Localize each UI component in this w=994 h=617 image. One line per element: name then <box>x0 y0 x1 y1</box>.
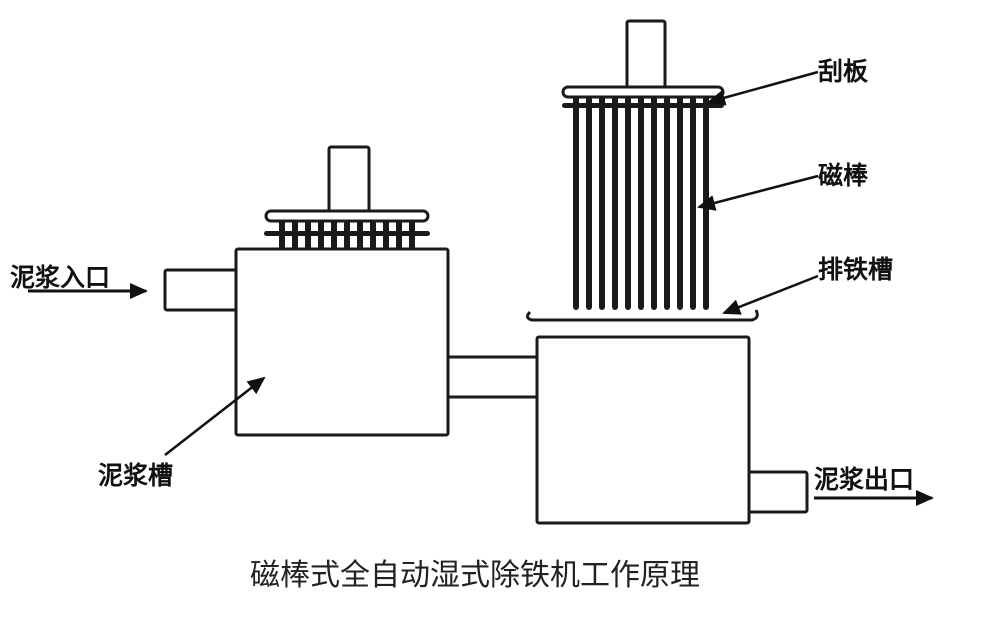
left-shaft <box>327 145 371 214</box>
slurry-tank <box>163 247 542 437</box>
slurry-tank-label: 泥浆槽 <box>98 461 173 490</box>
magnetic-rod <box>599 96 605 310</box>
magnetic-rod <box>638 96 644 310</box>
magnetic-rod-leader <box>697 174 819 211</box>
magnetic-rod <box>664 96 670 310</box>
right-rod-assembly <box>525 19 759 322</box>
magnetic-rod <box>625 96 631 310</box>
scraper-plate <box>561 85 725 99</box>
iron-trough-label: 排铁槽 <box>818 255 893 284</box>
magnetic-rod <box>651 96 657 310</box>
iron-trough-leader <box>722 274 819 315</box>
magnetic-rods <box>573 96 709 310</box>
slurry-tank-body <box>234 247 450 437</box>
slurry-tank-leader <box>164 376 266 456</box>
connecting-pipe <box>446 355 542 399</box>
magnetic-rod <box>703 96 709 310</box>
magnetic-rod <box>586 96 592 310</box>
scraper-leader <box>707 70 819 106</box>
outlet-tank-body <box>535 335 751 525</box>
left-rod-assembly <box>264 145 430 249</box>
left-scraper-plate <box>264 209 430 223</box>
magnetic-rod <box>612 96 618 310</box>
slurry-outlet-label: 泥浆出口 <box>814 465 914 494</box>
left-scraper-bar <box>264 231 430 236</box>
slurry-inlet-label: 泥浆入口 <box>10 263 110 292</box>
magnetic-rod-label: 磁棒 <box>818 161 869 190</box>
magnetic-rod <box>677 96 683 310</box>
diagram-title: 磁棒式全自动湿式除铁机工作原理 <box>250 558 700 593</box>
right-shaft <box>625 19 667 90</box>
inlet-pipe <box>163 268 239 312</box>
magnetic-rod <box>573 96 579 310</box>
magnetic-rod <box>690 96 696 310</box>
outlet-tank <box>535 335 809 525</box>
iron-discharge-trough <box>525 309 759 322</box>
scraper-label: 刮板 <box>818 57 868 86</box>
outlet-pipe <box>747 470 809 514</box>
